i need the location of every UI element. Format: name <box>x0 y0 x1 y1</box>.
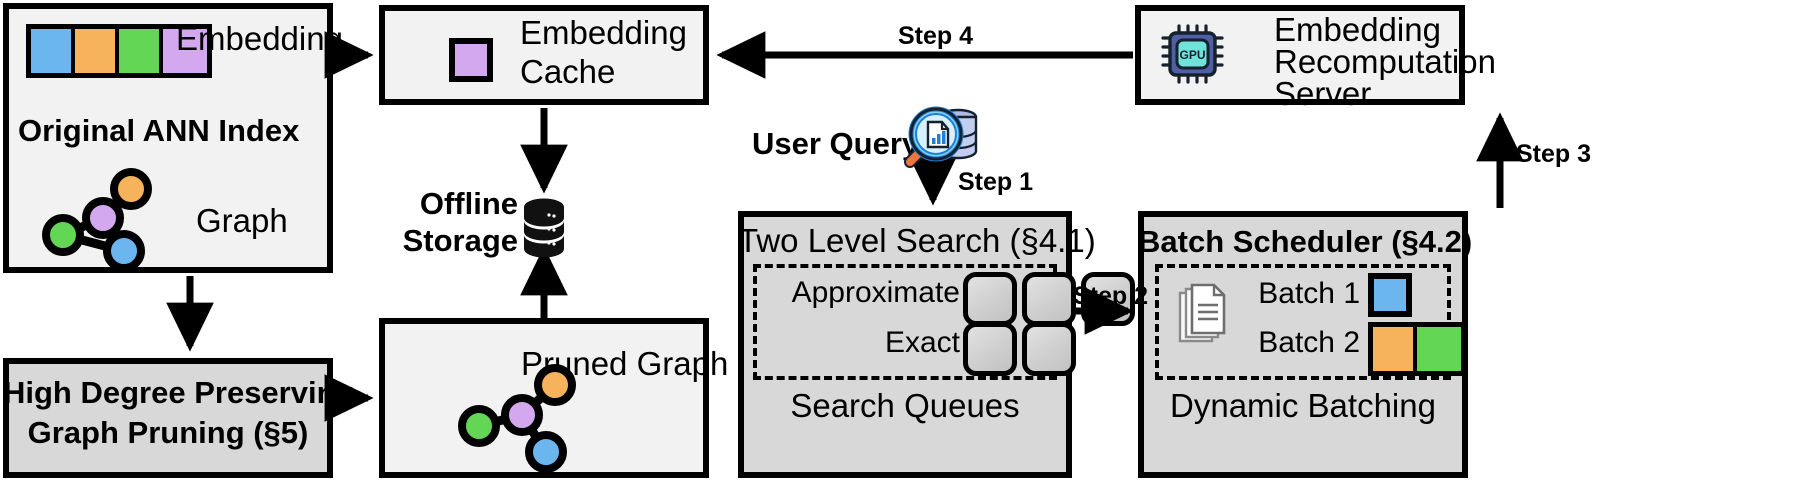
embedding-chip-blue <box>31 29 75 73</box>
embedding-label: Embedding <box>176 20 343 57</box>
edge-label-step2: Step 2 <box>1073 282 1149 310</box>
edge-label-step1: Step 1 <box>958 168 1034 196</box>
queue-slot[interactable] <box>1022 272 1076 326</box>
edge-label-step4: Step 4 <box>898 22 974 50</box>
offline-storage-line2: Storage <box>402 223 518 258</box>
recomputation-server-line2: Recomputation <box>1274 43 1496 80</box>
graph-label: Graph <box>196 202 288 239</box>
graph-pruning-line1: High Degree Preserving <box>3 375 355 410</box>
node-pruned-graph <box>379 318 709 478</box>
batch-scheduler-title: Batch Scheduler (§4.2) <box>1138 224 1473 259</box>
queue-slot[interactable] <box>963 322 1017 376</box>
magnifier-document-database-icon <box>904 106 978 168</box>
dynamic-batching-footer: Dynamic Batching <box>1170 387 1436 424</box>
batch-row-label-2: Batch 2 <box>1258 326 1360 359</box>
embedding-cache-line2: Cache <box>520 53 616 90</box>
node-recomputation-server <box>1135 5 1465 105</box>
original-ann-index-title: Original ANN Index <box>18 113 300 148</box>
graph-pruning-line2: Graph Pruning (§5) <box>27 415 309 450</box>
node-graph-pruning <box>3 358 333 478</box>
recomputation-server-line3: Server <box>1274 75 1372 112</box>
recomputation-server-line1: Embedding <box>1274 11 1441 48</box>
embedding-chip-green <box>119 29 163 73</box>
search-queues-footer: Search Queues <box>790 387 1020 424</box>
embedding-chip-purple <box>163 29 207 73</box>
embedding-chip-row <box>26 24 212 78</box>
user-query-label: User Query <box>752 126 920 161</box>
two-level-search-title: Two Level Search (§4.1) <box>738 222 1096 259</box>
database-icon <box>524 198 564 258</box>
offline-storage-line1: Offline <box>419 186 518 221</box>
pruned-graph-label: Pruned Graph <box>521 345 729 382</box>
queue-slot[interactable] <box>963 272 1017 326</box>
search-row-label-approximate: Approximate <box>791 276 960 309</box>
node-embedding-cache <box>379 5 709 105</box>
search-slots-exact[interactable] <box>963 322 1076 376</box>
batch-1-chip-blue <box>1368 273 1412 317</box>
embedding-cache-line1: Embedding <box>520 14 687 51</box>
edge-label-step3: Step 3 <box>1516 140 1592 168</box>
batch-row-label-1: Batch 1 <box>1258 277 1360 310</box>
batch-2-chip-green <box>1417 327 1461 371</box>
batch-2-chip-row <box>1368 322 1466 376</box>
search-row-label-exact: Exact <box>884 326 960 359</box>
queue-slot[interactable] <box>1022 322 1076 376</box>
embedding-cache-chip <box>449 38 493 82</box>
batch-2-chip-orange <box>1373 327 1417 371</box>
embedding-chip-orange <box>75 29 119 73</box>
